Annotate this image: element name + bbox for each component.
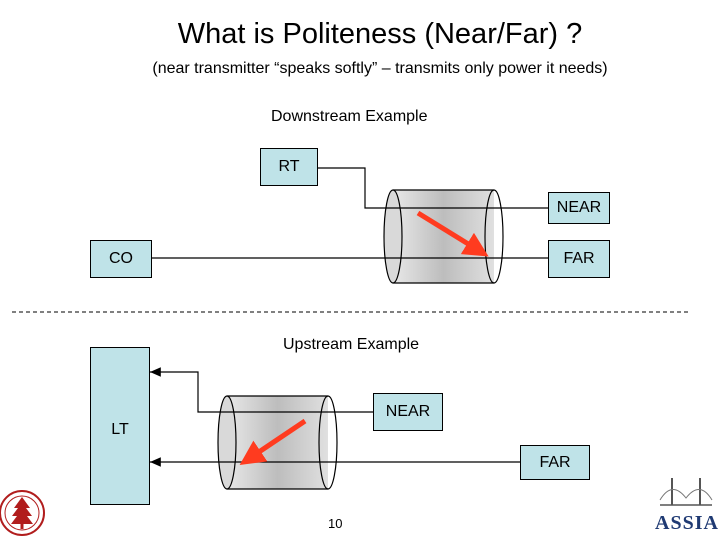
- downstream-crosstalk-arrow: [416, 210, 489, 257]
- downstream-cable: [383, 189, 504, 284]
- downstream-far-box: FAR: [548, 240, 610, 278]
- co-box: CO: [90, 240, 152, 278]
- co-label: CO: [109, 250, 133, 267]
- assia-bridge-icon: [659, 478, 713, 506]
- upstream-near-label: NEAR: [385, 403, 431, 420]
- upstream-heading: Upstream Example: [283, 336, 420, 353]
- upstream-near-line: [150, 367, 373, 413]
- downstream-far-label: FAR: [563, 250, 595, 267]
- lt-box: LT: [90, 347, 150, 505]
- page-number: 10: [328, 516, 343, 531]
- downstream-near-label: NEAR: [556, 199, 602, 216]
- rt-line: [318, 167, 548, 209]
- upstream-far-label: FAR: [539, 453, 571, 471]
- upstream-far-box: FAR: [520, 445, 590, 480]
- rt-label: RT: [278, 158, 300, 175]
- page-subtitle: (near transmitter “speaks softly” – tran…: [152, 60, 608, 77]
- stanford-seal-icon: [0, 490, 45, 536]
- upstream-crosstalk-arrow: [239, 418, 307, 465]
- upstream-near-box: NEAR: [373, 393, 443, 431]
- downstream-heading: Downstream Example: [271, 108, 428, 125]
- assia-logo: ASSIA: [655, 512, 719, 534]
- rt-box: RT: [260, 148, 318, 186]
- page-title: What is Politeness (Near/Far) ?: [177, 18, 583, 50]
- downstream-near-box: NEAR: [548, 192, 610, 224]
- lt-label: LT: [111, 421, 129, 438]
